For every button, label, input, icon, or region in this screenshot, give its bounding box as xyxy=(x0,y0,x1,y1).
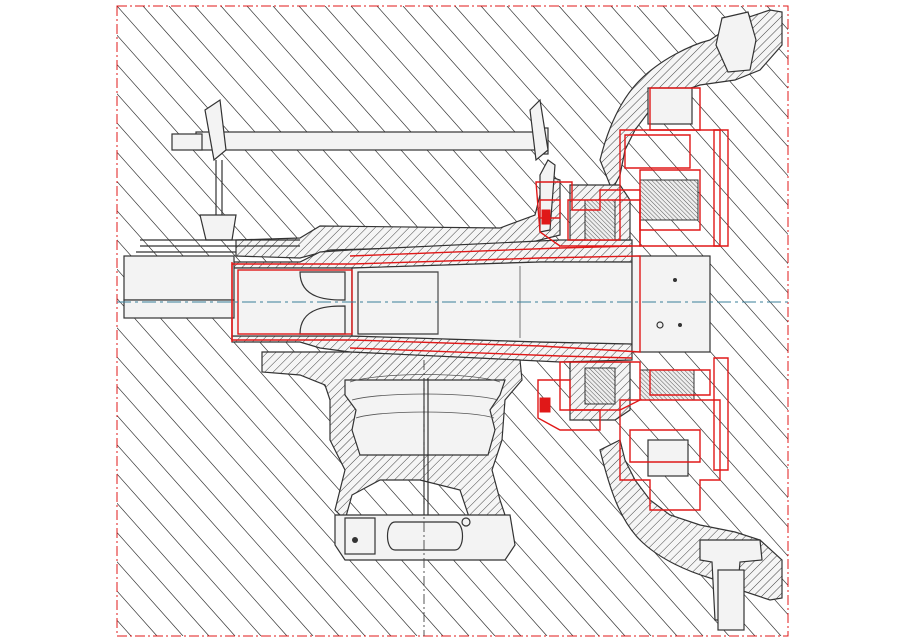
section-line xyxy=(845,6,906,636)
section-line xyxy=(0,6,105,636)
section-line xyxy=(740,6,788,60)
section-line xyxy=(117,385,340,636)
section-line xyxy=(117,502,236,636)
section-line xyxy=(454,6,788,382)
section-line xyxy=(0,6,1,636)
red-overlay xyxy=(231,87,729,511)
section-line xyxy=(0,6,79,636)
section-line xyxy=(117,619,132,636)
section-line xyxy=(480,6,788,352)
section-line xyxy=(117,531,210,636)
section-line xyxy=(0,6,27,636)
drawing-frame xyxy=(116,5,789,637)
section-line xyxy=(793,6,906,636)
section-line xyxy=(117,297,418,636)
lower-bracket xyxy=(261,351,523,561)
section-line xyxy=(117,590,158,636)
section-line xyxy=(662,6,788,148)
section-line xyxy=(117,444,288,636)
section-line xyxy=(117,327,392,636)
bearing-assemblies xyxy=(569,87,699,477)
section-line xyxy=(819,6,906,636)
section-line xyxy=(688,6,788,118)
section-line xyxy=(117,356,366,636)
section-line xyxy=(897,6,906,636)
left-shaft-end xyxy=(123,239,300,319)
section-line xyxy=(506,6,788,323)
section-line xyxy=(636,6,788,177)
section-line xyxy=(117,414,314,636)
section-line xyxy=(117,561,184,636)
section-line xyxy=(117,473,262,636)
wheel-hub-housing xyxy=(599,9,783,631)
section-line xyxy=(871,6,906,636)
section-line xyxy=(610,6,788,206)
section-line xyxy=(0,6,53,636)
upper-tie-rod xyxy=(171,98,549,241)
